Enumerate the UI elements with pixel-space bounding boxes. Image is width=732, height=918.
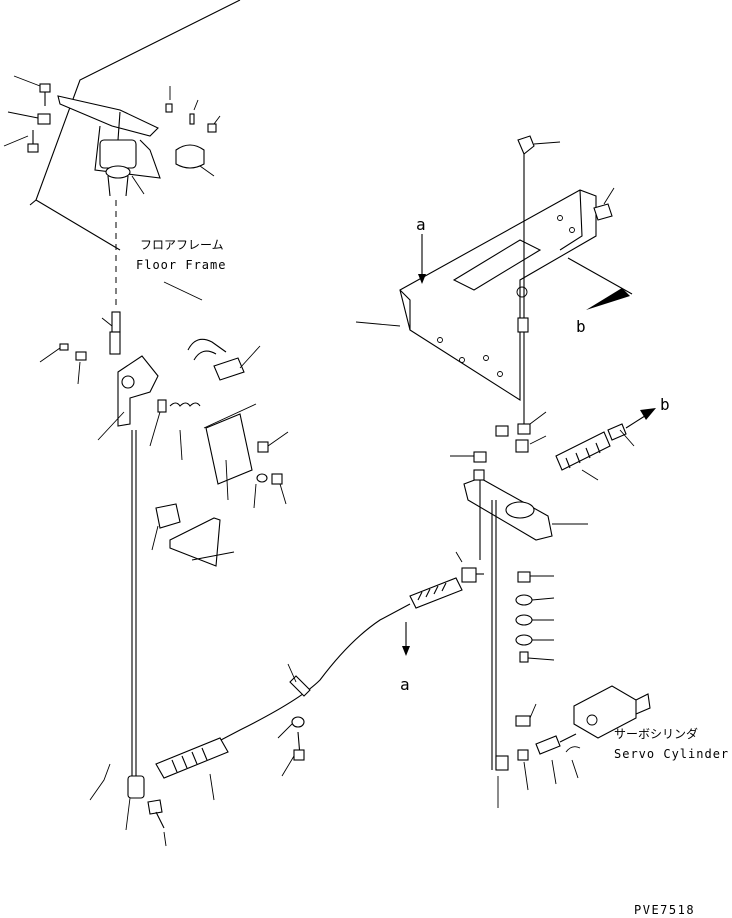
bracket-stud (517, 317, 529, 333)
bolt-and-washer-mid (277, 716, 305, 777)
upper-fittings-right (450, 411, 547, 463)
servo-cylinder (535, 685, 651, 785)
arrow-b-upper (567, 257, 633, 295)
arrow-a-bottom-label: a (400, 675, 410, 694)
servo-cylinder-en-label: Servo Cylinder (614, 747, 729, 761)
servo-side-parts (515, 703, 537, 791)
arrow-a-top-label: a (416, 215, 426, 234)
grease-fitting-top (517, 135, 561, 430)
bolt-right-bracket (593, 187, 615, 221)
bracket-left (151, 503, 235, 567)
nuts-and-washers-left (253, 431, 289, 509)
pedal-small-parts (131, 86, 221, 195)
lever-arm (97, 355, 159, 441)
bolt-top-left-2 (3, 130, 39, 153)
accelerator-pedal (57, 95, 161, 197)
arrow-b-upper-label: b (576, 317, 586, 336)
mounting-plate (203, 403, 257, 501)
spring-and-collar (149, 399, 201, 461)
drawing-code: PVE7518 (634, 903, 695, 917)
lever-plate (463, 469, 588, 541)
floor-frame-en-label: Floor Frame (136, 258, 226, 272)
main-bracket (355, 189, 597, 402)
nut-top-left (7, 111, 51, 125)
bolt-top-left-1 (13, 75, 51, 106)
elbow-joint (455, 551, 484, 583)
pin-and-clip (39, 343, 87, 385)
floor-frame-jp-label: フロアフレーム (140, 238, 224, 252)
cable-clevis-bottom (89, 763, 167, 847)
bolt-bottom-right (495, 755, 509, 808)
right-cable (555, 408, 656, 481)
u-bolt-and-clamp (187, 338, 261, 381)
arrow-b-right-label: b (660, 395, 670, 414)
floor-frame-outline (29, 0, 241, 251)
throttle-cable (155, 577, 463, 801)
cable-end-fitting (101, 311, 121, 355)
servo-cylinder-jp-label: サーボシリンダ (614, 726, 698, 741)
washer-stack (515, 571, 555, 663)
floor-frame-leader (163, 281, 203, 301)
